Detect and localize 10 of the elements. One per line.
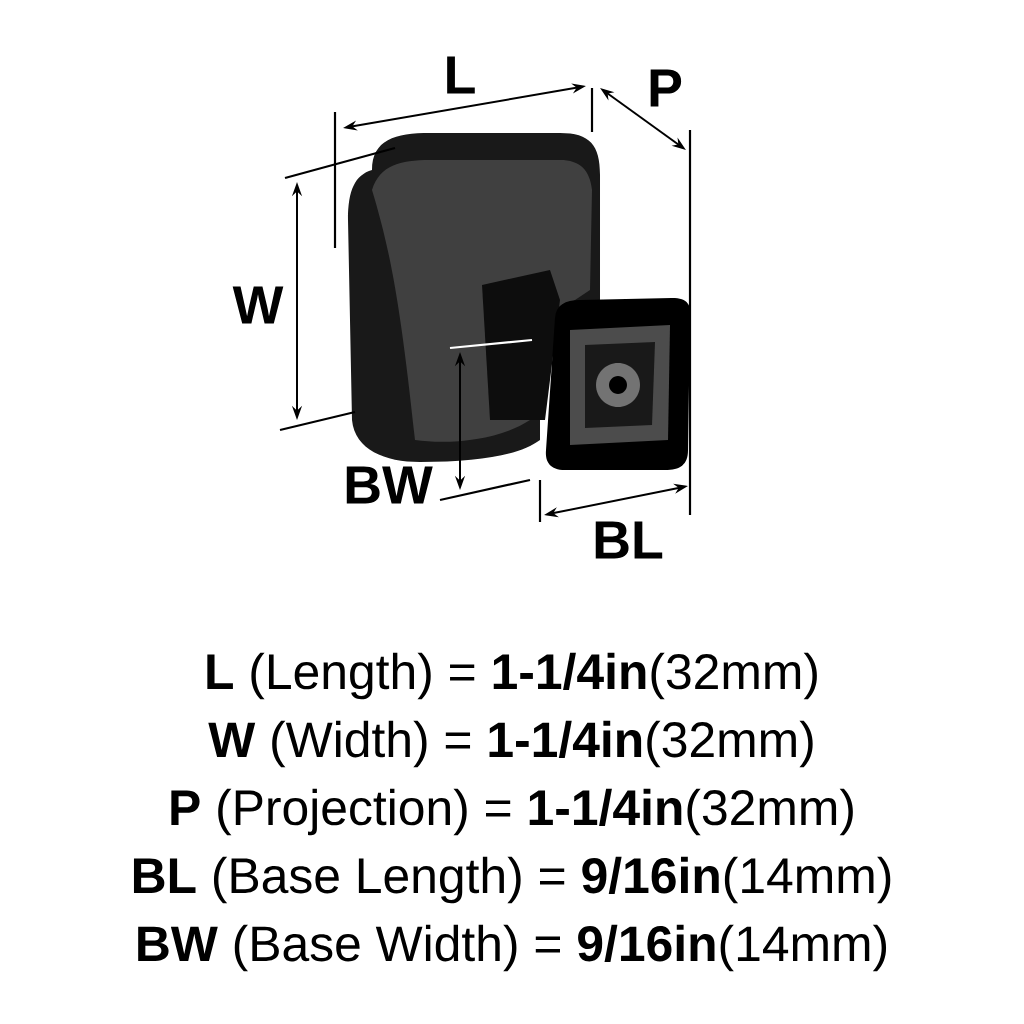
spec-line: BW (Base Width) = 9/16in(14mm) [138, 924, 887, 972]
spec-line: P (Projection) = 1-1/4in(32mm) [171, 788, 853, 836]
spec-line: BL (Base Length) = 9/16in(14mm) [133, 856, 891, 904]
dimension-label: BW [346, 466, 433, 504]
spec-line: W (Width) = 1-1/4in(32mm) [208, 720, 813, 768]
dimension-label: P [650, 69, 682, 107]
spec-line: L (Length) = 1-1/4in(32mm) [207, 652, 817, 700]
dimension-label: L [447, 56, 475, 94]
dimension-label: W [232, 286, 284, 324]
dimension-label: BL [595, 521, 663, 559]
